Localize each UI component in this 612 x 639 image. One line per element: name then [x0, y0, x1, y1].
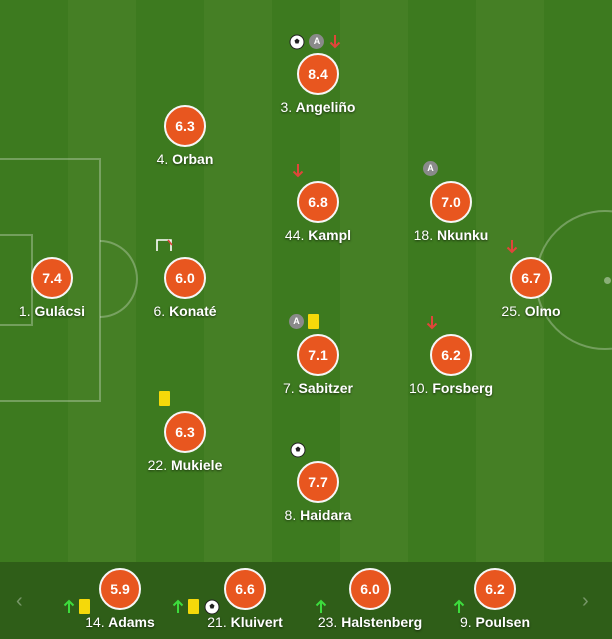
rating-bubble: 6.0 — [164, 257, 206, 299]
arrow-down-icon — [506, 240, 518, 254]
yellow-card-icon — [188, 599, 200, 615]
haidara-events — [290, 441, 306, 459]
arrow-up-icon — [172, 599, 184, 614]
pitch: A 8.4 3. Angeliño 6.3 4. Orban 6.8 44. K… — [0, 0, 612, 562]
center-spot — [604, 277, 611, 284]
bench-player-poulsen[interactable]: 6.2 9. Poulsen — [425, 568, 565, 630]
player-sabitzer[interactable]: 7.1 7. Sabitzer — [258, 334, 378, 396]
player-name: 8. Haidara — [284, 507, 352, 523]
rating-bubble: 6.8 — [297, 181, 339, 223]
next-arrow-icon[interactable]: › — [582, 590, 589, 612]
mukiele-events — [159, 390, 170, 408]
rating-bubble: 8.4 — [297, 53, 339, 95]
forsberg-events — [426, 314, 438, 332]
player-name: 14. Adams — [85, 614, 155, 630]
player-kampl[interactable]: 6.8 44. Kampl — [258, 181, 378, 243]
rating-bubble: 6.7 — [510, 257, 552, 299]
konate-events — [156, 238, 174, 256]
substitutes-bar: ‹ › 5.9 14. Adams 6.6 21. Kluivert 6.0 2… — [0, 562, 612, 639]
arrow-down-icon — [329, 35, 341, 49]
player-name: 7. Sabitzer — [282, 380, 354, 396]
player-name: 44. Kampl — [284, 227, 352, 243]
player-angelino[interactable]: 8.4 3. Angeliño — [258, 53, 378, 115]
player-konate[interactable]: 6.0 6. Konaté — [125, 257, 245, 319]
arrow-up-icon — [453, 599, 465, 614]
rating-bubble: 6.2 — [474, 568, 516, 610]
bench-player-halstenberg[interactable]: 6.0 23. Halstenberg — [300, 568, 440, 630]
angelino-events: A — [289, 33, 341, 51]
player-name: 18. Nkunku — [413, 227, 489, 243]
yellow-card-icon — [159, 391, 170, 407]
nkunku-events: A — [423, 160, 438, 178]
kluivert-events — [172, 598, 220, 616]
football-icon — [290, 442, 306, 458]
rating-bubble: 6.3 — [164, 411, 206, 453]
player-name: 9. Poulsen — [459, 614, 531, 630]
adams-events — [63, 598, 91, 616]
arrow-up-icon — [315, 599, 327, 614]
arrow-down-icon — [426, 316, 438, 330]
player-haidara[interactable]: 7.7 8. Haidara — [258, 461, 378, 523]
assist-icon: A — [423, 161, 438, 177]
player-olmo[interactable]: 6.7 25. Olmo — [471, 257, 591, 319]
arrow-down-icon — [292, 164, 304, 178]
kampl-events — [292, 162, 304, 180]
rating-bubble: 6.6 — [224, 568, 266, 610]
arrow-up-icon — [63, 599, 75, 614]
player-forsberg[interactable]: 6.2 10. Forsberg — [391, 334, 511, 396]
bench-player-adams[interactable]: 5.9 14. Adams — [50, 568, 190, 630]
rating-bubble: 7.4 — [31, 257, 73, 299]
football-icon — [289, 34, 305, 50]
assist-icon: A — [309, 34, 325, 50]
prev-arrow-icon[interactable]: ‹ — [16, 590, 23, 612]
football-icon — [204, 599, 220, 615]
yellow-card-icon — [79, 599, 91, 615]
player-mukiele[interactable]: 6.3 22. Mukiele — [125, 411, 245, 473]
bench-player-kluivert[interactable]: 6.6 21. Kluivert — [175, 568, 315, 630]
sabitzer-events: A — [289, 313, 320, 331]
rating-bubble: 7.7 — [297, 461, 339, 503]
player-name: 23. Halstenberg — [317, 614, 423, 630]
yellow-card-icon — [308, 314, 320, 330]
rating-bubble: 6.2 — [430, 334, 472, 376]
goalpost-icon — [156, 239, 173, 251]
player-name: 22. Mukiele — [147, 457, 223, 473]
halstenberg-events — [315, 598, 327, 616]
rating-bubble: 7.0 — [430, 181, 472, 223]
rating-bubble: 7.1 — [297, 334, 339, 376]
player-name: 1. Gulácsi — [18, 303, 86, 319]
player-name: 21. Kluivert — [207, 614, 283, 630]
player-nkunku[interactable]: 7.0 18. Nkunku — [391, 181, 511, 243]
poulsen-events — [453, 598, 465, 616]
olmo-events — [506, 238, 518, 256]
assist-icon: A — [289, 314, 304, 330]
player-name: 6. Konaté — [153, 303, 217, 319]
player-orban[interactable]: 6.3 4. Orban — [125, 105, 245, 167]
rating-bubble: 6.3 — [164, 105, 206, 147]
player-name: 10. Forsberg — [408, 380, 494, 396]
player-gulacsi[interactable]: 7.4 1. Gulácsi — [0, 257, 112, 319]
player-name: 25. Olmo — [501, 303, 561, 319]
player-name: 4. Orban — [156, 151, 214, 167]
player-name: 3. Angeliño — [280, 99, 356, 115]
rating-bubble: 6.0 — [349, 568, 391, 610]
rating-bubble: 5.9 — [99, 568, 141, 610]
